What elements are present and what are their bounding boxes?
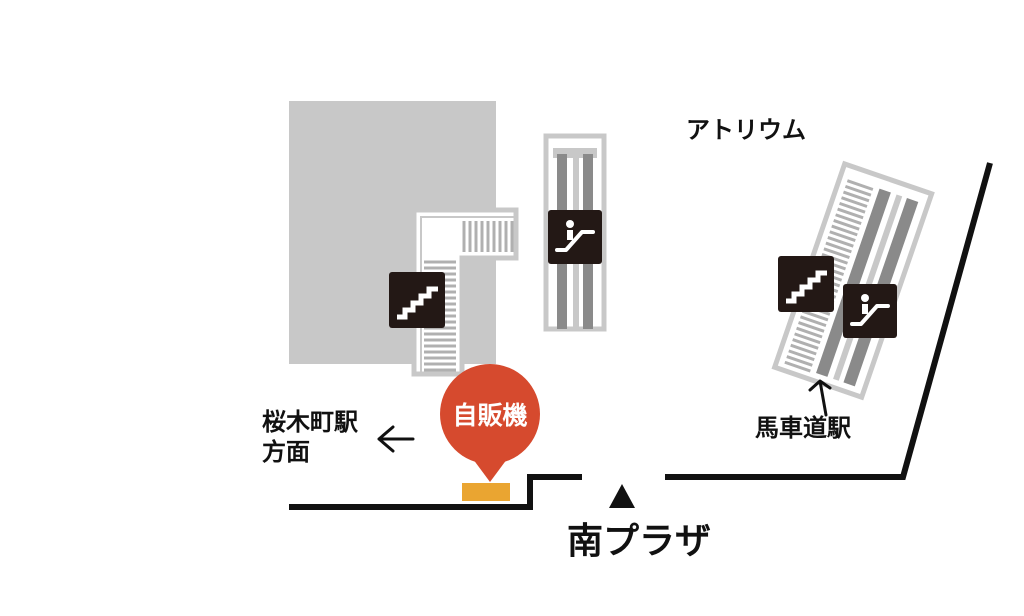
stairs-icon — [778, 256, 834, 312]
wall-right — [665, 162, 993, 480]
stair-step — [796, 326, 823, 339]
bashamichi-label: 馬車道駅 — [755, 414, 851, 442]
stair-step — [784, 360, 811, 373]
escalator-icon — [548, 210, 602, 264]
stair-step — [792, 338, 819, 350]
stair-step — [846, 179, 874, 191]
atrium-label: アトリウム — [686, 116, 806, 144]
stair-step — [844, 184, 872, 197]
escalator-icon — [843, 284, 897, 338]
stair-step — [839, 201, 866, 214]
stair-step — [790, 343, 817, 356]
stair-step — [799, 315, 827, 328]
stair-step — [825, 241, 852, 254]
arrow-up-icon — [808, 379, 832, 417]
direction-label: 方面 — [262, 438, 310, 466]
wall-bottom-left — [289, 474, 582, 510]
south-plaza-label: 南プラザ — [567, 521, 711, 562]
arrow-left-icon — [377, 425, 415, 453]
vending-machine-marker[interactable] — [462, 483, 510, 501]
vending-machine-label: 自販機 — [452, 401, 527, 430]
stair-step — [788, 349, 815, 362]
stair-step — [821, 253, 848, 265]
stair-step — [801, 309, 829, 322]
stairs-icon — [389, 272, 445, 328]
stair-step — [794, 332, 821, 345]
stair-step — [827, 236, 854, 248]
stair-step — [798, 321, 825, 333]
stair-step — [842, 190, 870, 203]
stair-step — [840, 196, 868, 208]
stair-step — [837, 207, 864, 220]
stair-step — [831, 224, 858, 237]
stair-steps-horizontal — [462, 221, 514, 252]
sakuragicho-label: 桜木町駅 — [262, 408, 358, 436]
map-pin-icon[interactable]: 自販機 — [440, 364, 540, 482]
stair-step — [833, 218, 860, 231]
stair-step — [829, 230, 856, 242]
stair-step — [835, 213, 862, 225]
triangle-up-icon — [609, 484, 635, 508]
stair-step — [786, 355, 813, 367]
stair-step — [823, 247, 850, 259]
